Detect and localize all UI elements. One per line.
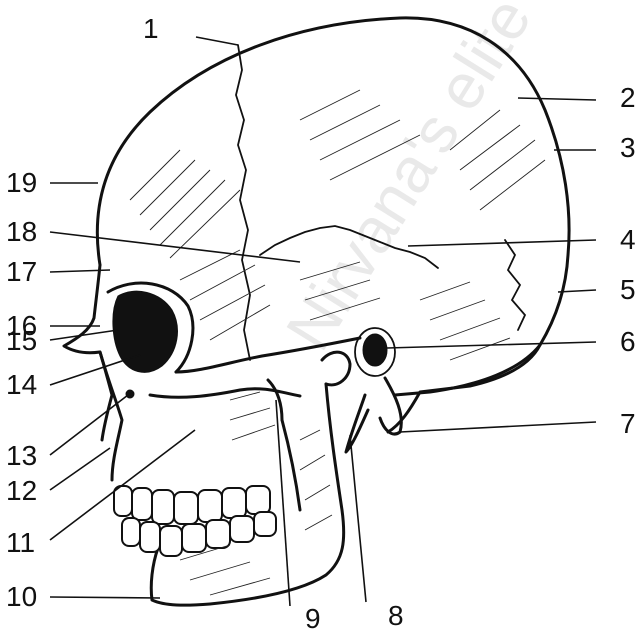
leader-14 xyxy=(50,355,140,385)
leader-9 xyxy=(276,400,290,606)
leader-8 xyxy=(350,435,366,602)
maxilla-outline xyxy=(100,352,122,480)
label-10: 10 xyxy=(6,581,37,612)
leader-6 xyxy=(387,342,596,348)
leader-18 xyxy=(50,232,300,262)
leader-10 xyxy=(50,597,160,598)
label-2: 2 xyxy=(620,82,636,113)
leader-2 xyxy=(518,98,596,100)
coronal-suture xyxy=(236,45,250,360)
lambdoid-suture xyxy=(505,240,525,330)
label-14: 14 xyxy=(6,369,37,400)
label-13: 13 xyxy=(6,440,37,471)
coronoid-process xyxy=(268,380,282,420)
label-19: 19 xyxy=(6,167,37,198)
mandibular-ramus-front xyxy=(282,420,300,510)
label-4: 4 xyxy=(620,224,636,255)
leader-1 xyxy=(196,37,238,45)
leader-17 xyxy=(50,270,110,272)
label-8: 8 xyxy=(388,600,404,631)
label-1: 1 xyxy=(143,13,159,44)
label-12: 12 xyxy=(6,475,37,506)
leader-7 xyxy=(400,422,596,432)
label-6: 6 xyxy=(620,326,636,357)
label-11: 11 xyxy=(6,527,35,558)
watermark-text: Nirvana's elite xyxy=(272,0,545,362)
infraorbital-foramen xyxy=(126,390,134,398)
label-7: 7 xyxy=(620,408,636,439)
external-acoustic-meatus xyxy=(363,334,387,366)
label-18: 18 xyxy=(6,216,37,247)
label-17: 17 xyxy=(6,256,37,287)
label-16: 16 xyxy=(6,310,37,341)
leader-12 xyxy=(50,448,110,490)
label-3: 3 xyxy=(620,132,636,163)
styloid-process xyxy=(346,395,368,452)
label-9: 9 xyxy=(305,603,321,634)
occipital-contour xyxy=(388,345,540,432)
label-5: 5 xyxy=(620,274,636,305)
